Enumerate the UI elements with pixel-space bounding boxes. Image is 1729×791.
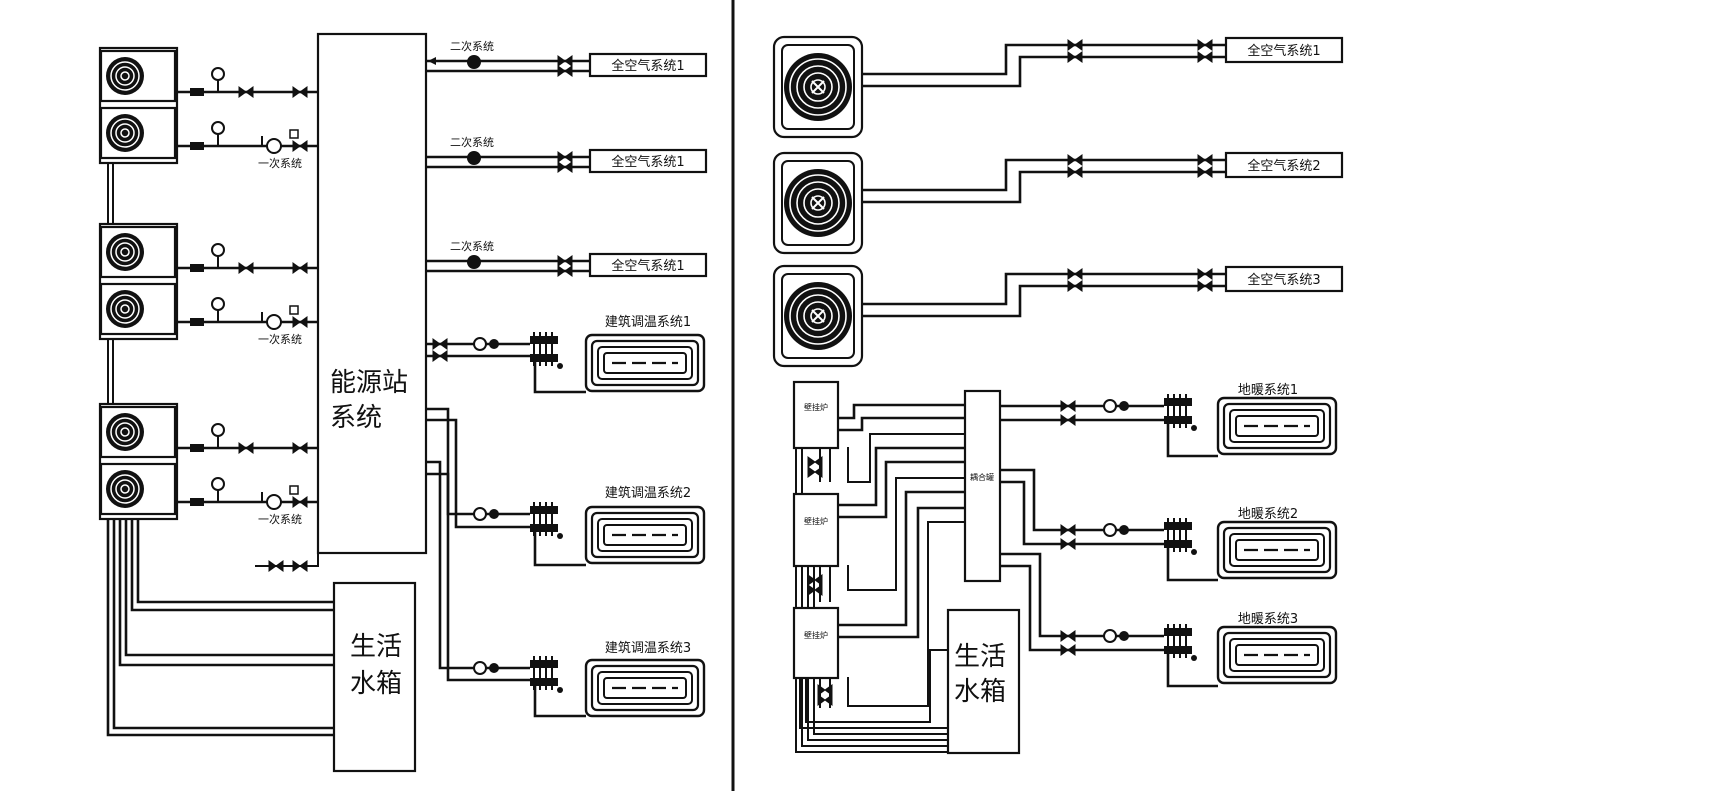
energy-station-label-line2: 系统 xyxy=(330,403,382,433)
primary-loop-label-2: 一次系统 xyxy=(258,332,302,346)
secondary-loop-2: 二次系统 全空气系统1 xyxy=(426,135,708,174)
heat-pump-unit-3 xyxy=(98,402,179,521)
domestic-water-pipes xyxy=(106,519,334,737)
primary-loop-label-3: 一次系统 xyxy=(258,512,302,526)
primary-loop-label-1: 一次系统 xyxy=(258,156,302,170)
building-system-2: 建筑调温系统2 xyxy=(426,407,706,567)
secondary-loop-label-2: 二次系统 xyxy=(450,135,494,149)
building-system-3: 建筑调温系统3 xyxy=(426,460,706,718)
floor-system-3: 地暖系统3 xyxy=(1000,552,1338,688)
right-air-system-2: 全空气系统2 xyxy=(1247,158,1320,174)
building-system-label-1: 建筑调温系统1 xyxy=(605,314,691,330)
coupling-tank-box xyxy=(963,389,1002,583)
left-air-system-1: 全空气系统1 xyxy=(611,58,684,74)
floor-system-label-1: 地暖系统1 xyxy=(1238,383,1298,398)
boiler-2-box xyxy=(792,492,840,568)
air-unit-2: 全空气系统2 xyxy=(772,151,1344,255)
air-unit-1: 全空气系统1 xyxy=(772,35,1344,139)
building-system-label-2: 建筑调温系统2 xyxy=(605,485,691,501)
left-air-system-2: 全空气系统1 xyxy=(611,154,684,170)
boiler-label-1: 壁挂炉 xyxy=(804,402,828,412)
right-air-system-3: 全空气系统3 xyxy=(1247,272,1320,288)
floor-system-1: 地暖系统1 xyxy=(1000,383,1338,458)
floor-system-label-2: 地暖系统2 xyxy=(1238,507,1298,522)
left-air-system-3: 全空气系统1 xyxy=(611,258,684,274)
energy-station-label-line1: 能源站 xyxy=(330,368,408,398)
boiler-1-box xyxy=(792,380,840,450)
unit-link-pipe xyxy=(107,163,114,224)
energy-station-box xyxy=(316,32,428,555)
building-system-label-3: 建筑调温系统3 xyxy=(605,640,691,656)
secondary-loop-3: 二次系统 全空气系统1 xyxy=(426,239,708,278)
secondary-loop-label-3: 二次系统 xyxy=(450,239,494,253)
right-air-system-1: 全空气系统1 xyxy=(1247,43,1320,59)
boiler-pipes xyxy=(819,403,965,708)
floor-system-2: 地暖系统2 xyxy=(1000,468,1338,582)
water-tank-label-line2: 水箱 xyxy=(350,669,402,699)
left-panel: 一次系统 一次系统 xyxy=(98,32,708,773)
secondary-loop-1: 二次系统 全空气系统1 xyxy=(426,39,708,78)
boiler-3-box xyxy=(792,606,840,680)
primary-pipes: 一次系统 一次系统 xyxy=(177,67,318,526)
building-system-1: 建筑调温系统1 xyxy=(426,314,706,394)
boiler-label-2: 壁挂炉 xyxy=(804,516,828,526)
coupling-tank-label: 耦合罐 xyxy=(970,472,994,482)
heat-pump-unit-1 xyxy=(98,46,179,165)
air-unit-3: 全空气系统3 xyxy=(772,264,1344,368)
right-water-tank-box xyxy=(946,608,1021,755)
secondary-loop-label-1: 二次系统 xyxy=(450,39,494,53)
heat-pump-unit-2 xyxy=(98,222,179,341)
water-tank-label-line1: 生活 xyxy=(350,632,402,662)
right-water-tank-line2: 水箱 xyxy=(954,677,1006,707)
water-tank-box xyxy=(332,581,417,773)
floor-system-label-3: 地暖系统3 xyxy=(1238,612,1298,627)
right-panel: 全空气系统1 全空气系统2 全空气系统3 xyxy=(772,35,1344,755)
makeup-water-line xyxy=(255,553,319,572)
right-water-tank-line1: 生活 xyxy=(954,642,1006,672)
boiler-label-3: 壁挂炉 xyxy=(804,630,828,640)
